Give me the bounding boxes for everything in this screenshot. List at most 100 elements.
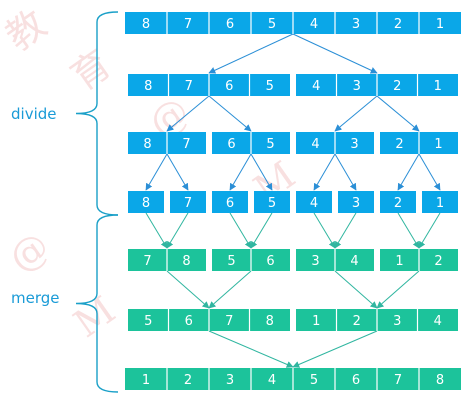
cell-value: 1 bbox=[436, 17, 444, 32]
cell-value: 7 bbox=[185, 79, 193, 94]
cell-value: 5 bbox=[268, 196, 276, 211]
merge-arrow bbox=[376, 270, 420, 309]
cell-value: 1 bbox=[434, 79, 442, 94]
cell-value: 7 bbox=[225, 314, 233, 329]
divide-arrow bbox=[334, 95, 378, 132]
block-group bbox=[338, 191, 374, 213]
divide-arrow bbox=[229, 153, 252, 191]
divide-arrow bbox=[208, 95, 252, 132]
divide-label: divide bbox=[11, 105, 57, 123]
merge-brace bbox=[75, 214, 119, 393]
cell-value: 8 bbox=[266, 314, 274, 329]
cell-value: 2 bbox=[434, 254, 442, 269]
cell-value: 7 bbox=[184, 17, 192, 32]
block-group bbox=[128, 191, 164, 213]
cell-value: 5 bbox=[266, 137, 274, 152]
cell-value: 3 bbox=[311, 254, 319, 269]
cell-value: 5 bbox=[310, 373, 318, 388]
merge-arrow bbox=[313, 212, 336, 249]
block-group bbox=[212, 191, 248, 213]
cell-value: 1 bbox=[436, 196, 444, 211]
divide-arrow bbox=[208, 33, 294, 74]
cell-value: 4 bbox=[311, 137, 319, 152]
cell-value: 4 bbox=[310, 17, 318, 32]
cell-value: 4 bbox=[312, 79, 320, 94]
merge-arrow bbox=[145, 212, 168, 249]
cell-value: 6 bbox=[352, 373, 360, 388]
cell-value: 3 bbox=[226, 373, 234, 388]
cell-value: 6 bbox=[266, 254, 274, 269]
cell-value: 6 bbox=[226, 17, 234, 32]
merge-label: merge bbox=[11, 289, 60, 307]
merge-arrow bbox=[208, 270, 252, 309]
cell-value: 7 bbox=[143, 254, 151, 269]
cell-value: 3 bbox=[350, 137, 358, 152]
cell-value: 3 bbox=[352, 196, 360, 211]
merge-arrow bbox=[166, 212, 189, 249]
cell-value: 3 bbox=[393, 314, 401, 329]
cell-value: 7 bbox=[182, 137, 190, 152]
cell-value: 5 bbox=[266, 79, 274, 94]
divide-arrow bbox=[250, 153, 273, 191]
cell-value: 3 bbox=[353, 79, 361, 94]
cell-value: 8 bbox=[182, 254, 190, 269]
divide-arrow bbox=[334, 153, 357, 191]
cell-value: 8 bbox=[142, 17, 150, 32]
connection-arrows bbox=[145, 33, 441, 368]
block-group bbox=[254, 191, 290, 213]
cell-value: 6 bbox=[227, 137, 235, 152]
cell-value: 3 bbox=[352, 17, 360, 32]
divide-arrow bbox=[376, 95, 420, 132]
cell-value: 7 bbox=[184, 196, 192, 211]
cell-value: 4 bbox=[350, 254, 358, 269]
merge-arrow bbox=[166, 270, 210, 309]
cell-value: 2 bbox=[184, 373, 192, 388]
merge-arrow bbox=[292, 330, 378, 368]
cell-value: 4 bbox=[434, 314, 442, 329]
cell-value: 5 bbox=[268, 17, 276, 32]
divide-arrow bbox=[145, 153, 168, 191]
merge-arrow bbox=[334, 212, 357, 249]
cell-value: 2 bbox=[394, 196, 402, 211]
block-group bbox=[422, 191, 458, 213]
divide-arrow bbox=[418, 153, 441, 191]
block-group bbox=[170, 191, 206, 213]
cell-value: 7 bbox=[394, 373, 402, 388]
block-group bbox=[380, 191, 416, 213]
cell-value: 6 bbox=[225, 79, 233, 94]
divide-arrow bbox=[292, 33, 378, 74]
merge-arrow bbox=[397, 212, 420, 249]
merge-arrow bbox=[418, 212, 441, 249]
merge-arrow bbox=[334, 270, 378, 309]
divide-arrow bbox=[313, 153, 336, 191]
cell-value: 1 bbox=[395, 254, 403, 269]
cell-value: 6 bbox=[226, 196, 234, 211]
cell-value: 5 bbox=[227, 254, 235, 269]
cell-value: 1 bbox=[434, 137, 442, 152]
cell-value: 1 bbox=[142, 373, 150, 388]
divide-arrow bbox=[397, 153, 420, 191]
divide-arrow bbox=[166, 153, 189, 191]
cell-value: 6 bbox=[185, 314, 193, 329]
cell-value: 8 bbox=[142, 196, 150, 211]
cell-value: 4 bbox=[310, 196, 318, 211]
stage-braces bbox=[75, 11, 119, 393]
divide-brace bbox=[75, 11, 119, 216]
cell-value: 4 bbox=[268, 373, 276, 388]
block-group bbox=[296, 191, 332, 213]
cell-value: 8 bbox=[143, 137, 151, 152]
merge-arrow bbox=[250, 212, 273, 249]
merge-arrow bbox=[229, 212, 252, 249]
cell-value: 1 bbox=[312, 314, 320, 329]
divide-arrow bbox=[166, 95, 210, 132]
cell-value: 2 bbox=[394, 17, 402, 32]
cell-value: 8 bbox=[144, 79, 152, 94]
cell-value: 8 bbox=[436, 373, 444, 388]
cell-value: 2 bbox=[395, 137, 403, 152]
cell-value: 2 bbox=[393, 79, 401, 94]
cell-value: 2 bbox=[353, 314, 361, 329]
merge-arrow bbox=[208, 330, 294, 368]
cell-value: 5 bbox=[144, 314, 152, 329]
number-blocks: 8 7 6 5 4 3 2 1 8 7 6 5 4 3 2 1 8 7 6 5 4 3 2 1 8 7 6 5 4 3 2 1 7 8 5 6 3 4 1 2… bbox=[125, 12, 461, 390]
